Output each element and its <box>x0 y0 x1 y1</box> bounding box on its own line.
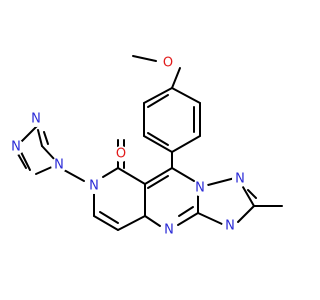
bond-c8-n7 <box>102 167 119 178</box>
atom-n-pyridinone: N <box>89 179 99 194</box>
bond-tri-2-inner <box>43 131 49 145</box>
phenyl-ring <box>143 87 201 153</box>
bond-c6-c5-inner <box>99 211 119 224</box>
bond-n1-n2 <box>207 177 236 186</box>
bond-c9-c8a <box>144 167 173 185</box>
bond-c-n3 <box>237 205 255 223</box>
bond-o-aryl <box>171 67 181 89</box>
methoxy-group <box>132 55 181 89</box>
bond-cfused-npyr-inner <box>178 206 194 217</box>
bond-ph-4 <box>143 135 173 153</box>
atom-n-fused-3: N <box>225 219 235 234</box>
atom-n-fused-2: N <box>235 172 245 187</box>
bond-tri-4 <box>19 149 31 171</box>
bond-ph-6-inner <box>147 94 169 108</box>
atom-o-methoxy: O <box>163 56 173 71</box>
atom-o-carbonyl: O <box>116 147 126 162</box>
atom-labels: O O N N N N N N N N <box>8 55 248 238</box>
triazolyl-substituent <box>17 124 85 182</box>
bond-c6-c5 <box>93 215 119 231</box>
molecule-structure: O O N N N N N N N N <box>8 55 283 238</box>
atom-n-triazole-ring: N <box>54 158 64 173</box>
atom-n-pyrimidine: N <box>164 223 174 238</box>
bond-n2-c <box>242 186 255 207</box>
bond-ph-1 <box>171 87 201 104</box>
bond-c5-c4a <box>117 215 146 231</box>
bond-ph-3 <box>171 135 201 153</box>
bond-n2-c-inner <box>247 189 257 199</box>
bond-cfused-npyr <box>177 212 199 226</box>
bond-tri-5 <box>19 124 39 144</box>
bond-tri-3 <box>35 165 55 175</box>
atom-n-triazole-top-right: N <box>31 112 41 127</box>
bond-n7-ntriazole <box>63 169 85 182</box>
bond-tri-1 <box>41 145 56 161</box>
atom-n-triazole-top-left: N <box>11 140 21 155</box>
bond-c8a-c8 <box>117 167 146 185</box>
bond-tri-4-inner <box>17 153 27 169</box>
atom-n-fused-1: N <box>195 181 205 196</box>
bond-npyr-c4a <box>144 215 161 227</box>
bond-tri-2 <box>37 129 43 147</box>
bond-c9-c8a-inner <box>147 175 169 189</box>
molecule-canvas: O O N N N N N N N N <box>8 55 283 238</box>
bond-ph-6 <box>143 87 173 104</box>
bond-ph-4-inner <box>147 132 169 146</box>
bond-n3-cfused <box>197 212 223 225</box>
bond-c9-n <box>171 167 195 182</box>
fused-core <box>93 139 199 231</box>
bond-methyl-o <box>132 55 157 62</box>
